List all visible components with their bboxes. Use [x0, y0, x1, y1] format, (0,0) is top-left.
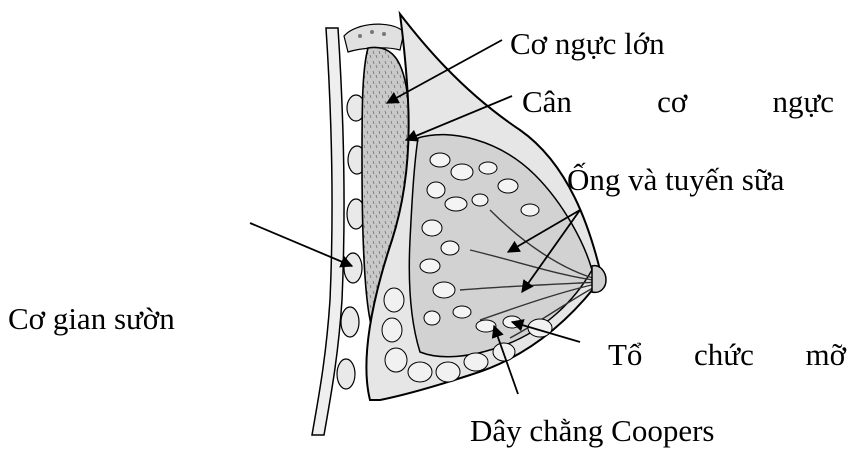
label-pectoral-fascia: Cân cơ ngực: [522, 84, 834, 120]
label-pectoral-fascia-word: Cân: [522, 84, 572, 120]
label-fatty-tissue-word: Tổ: [608, 337, 642, 373]
nipple: [592, 266, 606, 293]
label-pectoral-fascia-word: cơ: [657, 84, 687, 120]
label-fatty-tissue-word: mỡ: [805, 337, 846, 373]
label-cooper-ligaments: Dây chằng Coopers: [470, 413, 715, 449]
label-ducts-glands: Ống và tuyến sữa: [567, 162, 784, 198]
label-fatty-tissue-word: chức: [694, 337, 754, 373]
label-pectoral-fascia-word: ngực: [772, 84, 834, 120]
label-fatty-tissue: Tổ chức mỡ: [608, 337, 846, 373]
label-pectoralis-major: Cơ ngực lớn: [510, 26, 665, 62]
label-intercostal-muscle: Cơ gian sườn: [8, 301, 175, 337]
